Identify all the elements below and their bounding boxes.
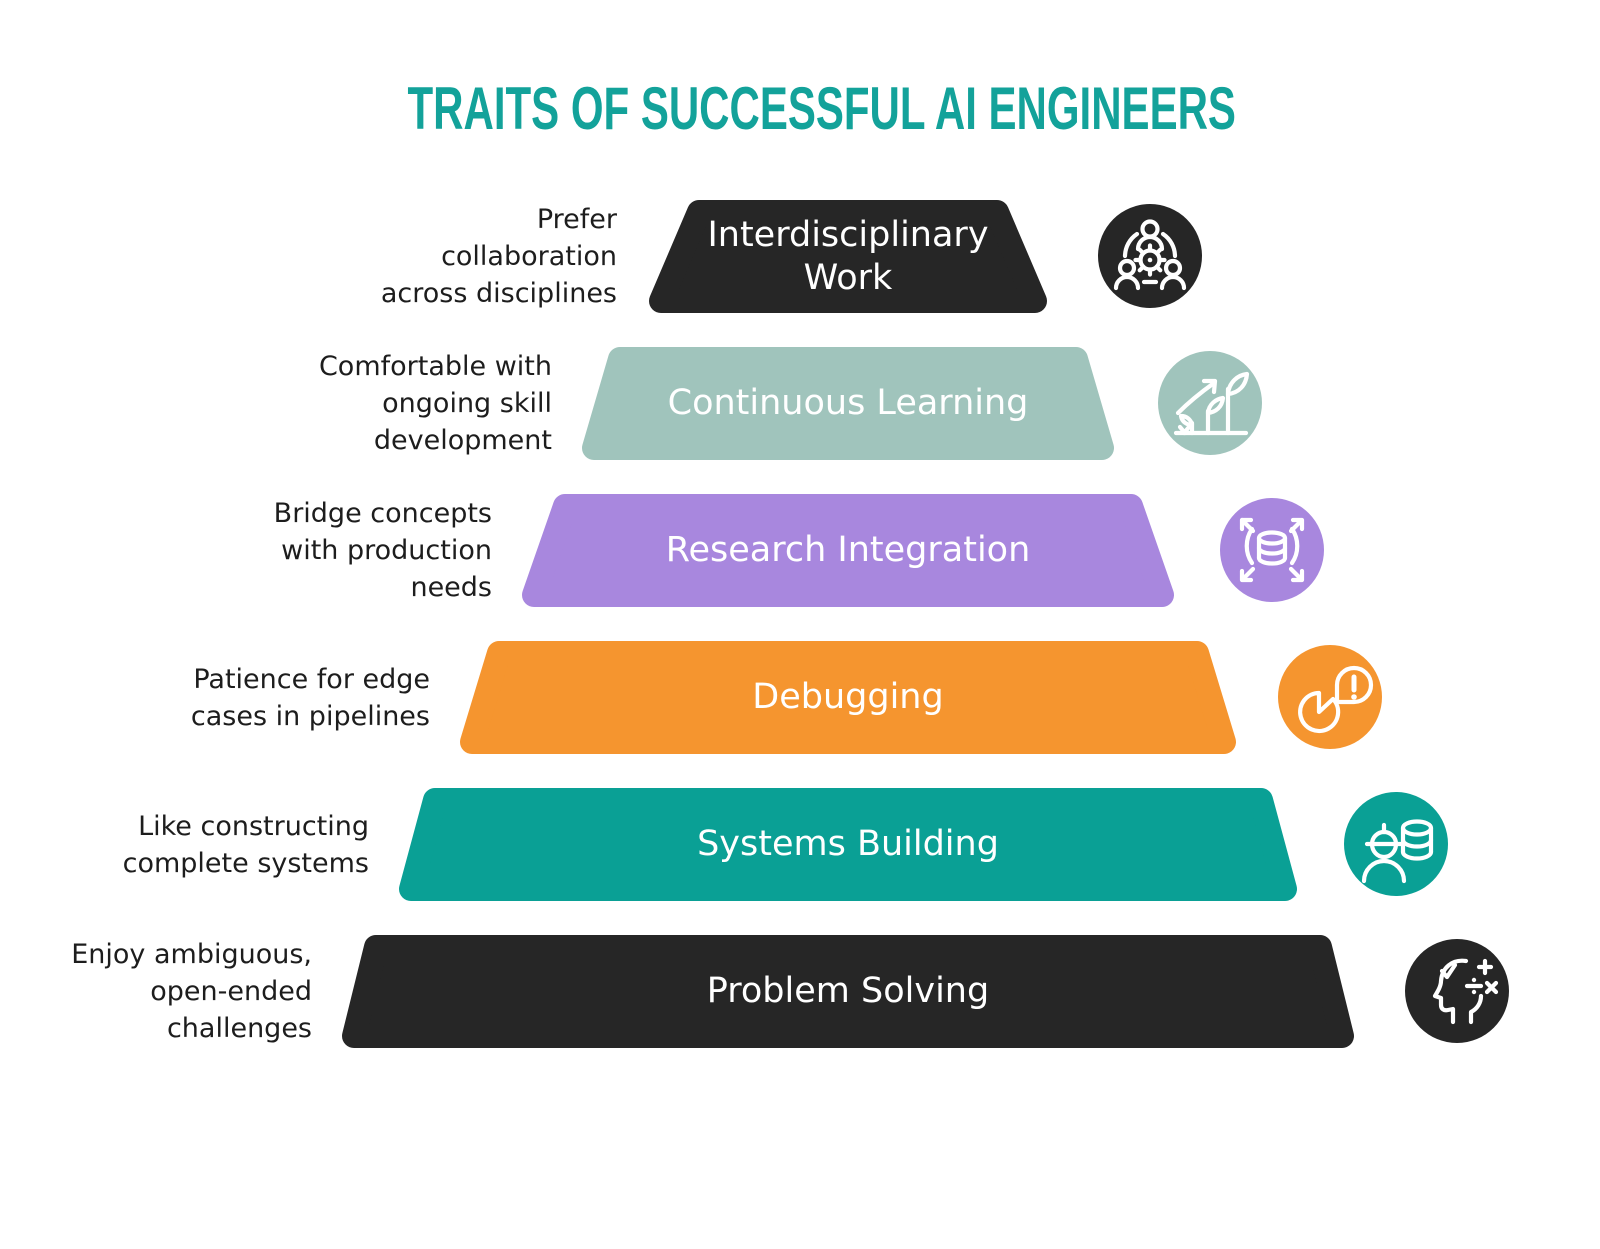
level-bar <box>399 788 1297 901</box>
growth-plant-icon <box>1158 351 1262 455</box>
expand-database-icon <box>1220 498 1324 602</box>
level-label: Interdisciplinary Work <box>707 214 989 298</box>
level-bar <box>342 935 1354 1048</box>
engineer-database-icon <box>1344 792 1448 896</box>
level-label: Systems Building <box>697 824 999 865</box>
level-label: Continuous Learning <box>667 383 1029 424</box>
level-bar <box>460 641 1236 754</box>
head-math-icon <box>1405 939 1509 1043</box>
level-bar <box>582 347 1114 460</box>
level-caption: Prefer collaboration across disciplines <box>380 204 617 309</box>
pyramid-level-research-integration: Bridge concepts with production needs Re… <box>0 494 1600 607</box>
level-caption: Like constructing complete systems <box>122 810 369 879</box>
level-label: Debugging <box>752 677 944 718</box>
level-label: Research Integration <box>665 530 1031 571</box>
pyramid-level-systems-building: Like constructing complete systems Syste… <box>0 788 1600 901</box>
level-caption: Patience for edge cases in pipelines <box>190 663 430 732</box>
pyramid-level-interdisciplinary-work: Prefer collaboration across disciplines … <box>0 200 1600 313</box>
page-title-text: TRAITS OF SUCCESSFUL AI ENGINEERS <box>407 75 1237 142</box>
alert-pie-icon <box>1278 645 1382 749</box>
pyramid-level-problem-solving: Enjoy ambiguous, open-ended challenges P… <box>0 935 1600 1048</box>
pyramid-level-debugging: Patience for edge cases in pipelines Deb… <box>0 641 1600 754</box>
level-caption: Bridge concepts with production needs <box>273 498 492 603</box>
team-gear-icon <box>1098 204 1202 308</box>
level-label: Problem Solving <box>706 971 990 1012</box>
level-caption: Comfortable with ongoing skill developme… <box>318 351 552 456</box>
page-title: TRAITS OF SUCCESSFUL AI ENGINEERS <box>44 74 1600 143</box>
level-caption: Enjoy ambiguous, open-ended challenges <box>71 939 312 1044</box>
level-bar <box>522 494 1174 607</box>
level-bar <box>649 200 1047 313</box>
pyramid-level-continuous-learning: Comfortable with ongoing skill developme… <box>0 347 1600 460</box>
